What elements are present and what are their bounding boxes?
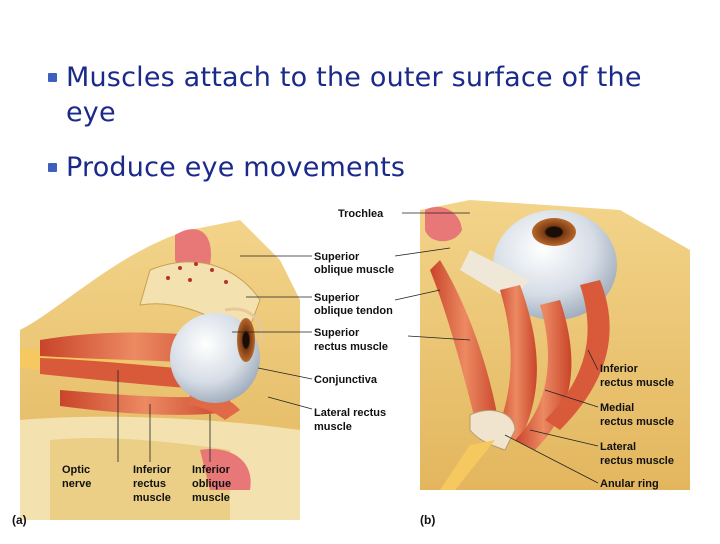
label-optic-1: Optic bbox=[62, 464, 90, 476]
label-lateral-rectus-b-2: rectus muscle bbox=[600, 455, 674, 467]
label-inf-rectus-a-2: rectus bbox=[133, 478, 166, 490]
label-lateral-rectus-b-1: Lateral bbox=[600, 441, 636, 453]
label-sup-oblique-muscle-1: Superior bbox=[314, 251, 360, 263]
label-anular-ring: Anular ring bbox=[600, 478, 659, 490]
label-sup-oblique-tendon-2: oblique tendon bbox=[314, 305, 393, 317]
bullet-item: Produce eye movements bbox=[48, 150, 688, 185]
label-medial-rectus-2: rectus muscle bbox=[600, 416, 674, 428]
panel-b-illustration bbox=[420, 200, 690, 490]
label-conjunctiva: Conjunctiva bbox=[314, 374, 378, 386]
label-trochlea: Trochlea bbox=[338, 208, 384, 220]
label-sup-rectus-2: rectus muscle bbox=[314, 341, 388, 353]
label-sup-rectus-1: Superior bbox=[314, 327, 360, 339]
square-bullet-icon bbox=[48, 163, 57, 172]
label-medial-rectus-1: Medial bbox=[600, 402, 634, 414]
bullet-text: Muscles attach to the outer surface of t… bbox=[66, 62, 642, 128]
label-inf-oblique-1: Inferior bbox=[192, 464, 231, 476]
label-inf-rectus-a-3: muscle bbox=[133, 492, 171, 504]
label-inf-oblique-3: muscle bbox=[192, 492, 230, 504]
anatomy-illustration: Trochlea Superior oblique muscle Superio… bbox=[0, 190, 720, 540]
label-inf-oblique-2: oblique bbox=[192, 478, 231, 490]
label-lateral-rectus-2: muscle bbox=[314, 421, 352, 433]
label-inf-rectus-b-2: rectus muscle bbox=[600, 377, 674, 389]
label-inf-rectus-b-1: Inferior bbox=[600, 363, 639, 375]
square-bullet-icon bbox=[48, 73, 57, 82]
label-sup-oblique-muscle-2: oblique muscle bbox=[314, 264, 394, 276]
bullet-list: Muscles attach to the outer surface of t… bbox=[48, 60, 688, 205]
label-lateral-rectus-1: Lateral rectus bbox=[314, 407, 386, 419]
panel-a-label: (a) bbox=[12, 513, 27, 527]
label-inf-rectus-a-1: Inferior bbox=[133, 464, 172, 476]
panel-b-label: (b) bbox=[420, 513, 435, 527]
iris-b bbox=[532, 218, 576, 246]
labels-middle: Trochlea Superior oblique muscle Superio… bbox=[314, 208, 394, 433]
iris-cornea bbox=[237, 318, 255, 362]
label-optic-2: nerve bbox=[62, 478, 91, 490]
eye-muscles-figure: Trochlea Superior oblique muscle Superio… bbox=[0, 190, 720, 540]
bullet-text: Produce eye movements bbox=[66, 152, 405, 183]
label-sup-oblique-tendon-1: Superior bbox=[314, 292, 360, 304]
bullet-item: Muscles attach to the outer surface of t… bbox=[48, 60, 688, 130]
